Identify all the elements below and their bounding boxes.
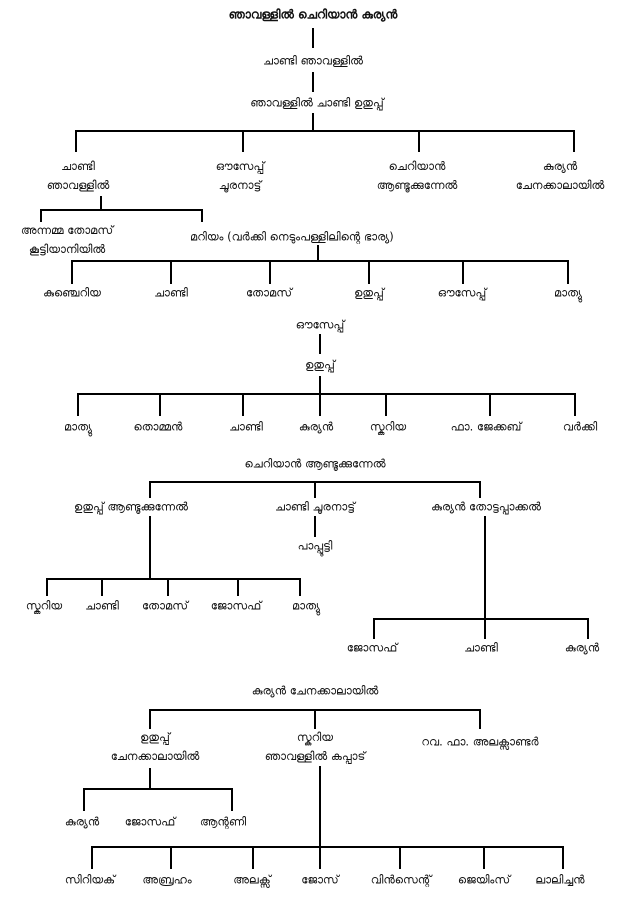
node-name: ഔസേപ്പ് — [215, 159, 265, 173]
tree4-leaf: ജോസ് — [301, 872, 339, 887]
tree1-gen3: ഞാവള്ളിൽ ചാണ്ടി ഉതുപ്പ് — [250, 95, 384, 110]
tree3-leaf: സ്കറിയ — [25, 598, 63, 613]
tree3-leaf: തോമസ് — [142, 598, 188, 613]
tree3-leaf: ചാണ്ടി — [464, 640, 498, 655]
tree4-leaf: ആന്റണി — [199, 814, 247, 829]
tree1-child: ഔസേപ്പ് ചൂരനാട്ട് — [216, 157, 265, 195]
tree2-leaf: ചാണ്ടി — [229, 419, 263, 434]
node-surname: ആണ്ടൂക്കുന്നേൽ — [376, 178, 458, 192]
tree2-leaf: സ്കറിയ — [369, 419, 407, 434]
node-name: ചാണ്ടി — [61, 159, 95, 173]
node-name: ചെറിയാൻ — [388, 159, 446, 173]
tree1-gen2: ചാണ്ടി ഞാവള്ളിൽ — [262, 53, 364, 68]
tree3-leaf: ജോസഫ് — [346, 640, 398, 655]
tree3-leaf: കുര്യൻ — [564, 640, 600, 655]
tree1-leaf: കുഞ്ചെറിയ — [43, 285, 101, 300]
tree3-leaf: ജോസഫ് — [210, 598, 262, 613]
tree4-leaf: അബ്രഹം — [142, 872, 192, 887]
tree3-child: കുര്യൻ തോട്ടപ്പാക്കൽ — [431, 499, 541, 514]
tree1-leaf: മാത്യു — [554, 285, 582, 300]
tree4-leaf: വിൻസെന്റ് — [370, 872, 432, 887]
tree1-grandchild-mariyam: മറിയം (വർക്കി നെടുംപള്ളിലിന്റെ ഭാര്യ) — [190, 229, 394, 244]
tree2-leaf: ഫാ. ജേക്കബ് — [450, 419, 522, 434]
tree2-leaf: തൊമ്മൻ — [133, 419, 183, 434]
tree4-child: റവ. ഫാ. അലക്സാണ്ടർ — [421, 734, 539, 749]
tree3-leaf: ചാണ്ടി — [85, 598, 119, 613]
tree1-child: ചെറിയാൻ ആണ്ടൂക്കുന്നേൽ — [377, 157, 458, 195]
node-name: സ്കറിയ — [296, 730, 334, 744]
tree1-child: കുര്യൻ ചേനക്കാലായിൽ — [516, 157, 605, 195]
node-surname: ഞാവള്ളിൽ — [46, 178, 110, 192]
tree1-root: ഞാവള്ളിൽ ചെറിയാൻ കുര്യൻ — [228, 7, 398, 22]
node-surname: ചേനക്കാലായിൽ — [110, 749, 200, 763]
tree4-child: ഉതുപ്പ് ചേനക്കാലായിൽ — [111, 728, 200, 766]
tree4-root: കുര്യൻ ചേനക്കാലായിൽ — [251, 683, 379, 698]
tree4-leaf: ലാലിച്ചൻ — [535, 872, 585, 887]
tree4-leaf: കുര്യൻ — [64, 814, 100, 829]
tree4-leaf: ജോസഫ് — [124, 814, 176, 829]
tree1-leaf: ഔസേപ്പ് — [437, 285, 487, 300]
node-surname: കൂട്ടിയാനിയിൽ — [28, 242, 106, 256]
node-name: അന്നമ്മ തോമസ് — [20, 223, 114, 237]
tree2-leaf: മാത്യു — [64, 419, 92, 434]
tree1-grandchild: അന്നമ്മ തോമസ് കൂട്ടിയാനിയിൽ — [21, 221, 113, 259]
tree3-child: ചാണ്ടി ചൂരനാട്ട് — [275, 499, 355, 514]
tree2-root: ഔസേപ്പ് — [295, 317, 345, 332]
node-surname: ചൂരനാട്ട് — [218, 178, 262, 192]
tree3-child: ഉതുപ്പ് ആണ്ടൂക്കുന്നേൽ — [74, 499, 188, 514]
tree2-leaf: കുര്യൻ — [298, 419, 334, 434]
tree4-leaf: ജെയിംസ് — [457, 872, 511, 887]
tree3-root: ചെറിയാൻ ആണ്ടൂക്കുന്നേൽ — [244, 456, 386, 471]
tree4-leaf: അലക്സ് — [233, 872, 271, 887]
tree1-leaf: ഉതുപ്പ് — [354, 285, 384, 300]
tree2-leaf: വർക്കി — [562, 419, 598, 434]
tree3-leaf: മാത്യു — [292, 598, 320, 613]
node-surname: ഞാവള്ളിൽ കപ്പാട് — [264, 749, 366, 763]
node-surname: ചേനക്കാലായിൽ — [515, 178, 605, 192]
tree3-grandchild: പാപ്പൂട്ടി — [297, 538, 333, 553]
tree1-leaf: തോമസ് — [246, 285, 292, 300]
tree1-child: ചാണ്ടി ഞാവള്ളിൽ — [47, 157, 110, 195]
tree4-leaf: സിറിയക് — [64, 872, 116, 887]
node-name: ഉതുപ്പ് — [140, 730, 170, 744]
tree2-gen2: ഉതുപ്പ് — [305, 357, 335, 372]
tree4-child: സ്കറിയ ഞാവള്ളിൽ കപ്പാട് — [265, 728, 366, 766]
node-name: കുര്യൻ — [542, 159, 578, 173]
tree1-leaf: ചാണ്ടി — [154, 285, 188, 300]
